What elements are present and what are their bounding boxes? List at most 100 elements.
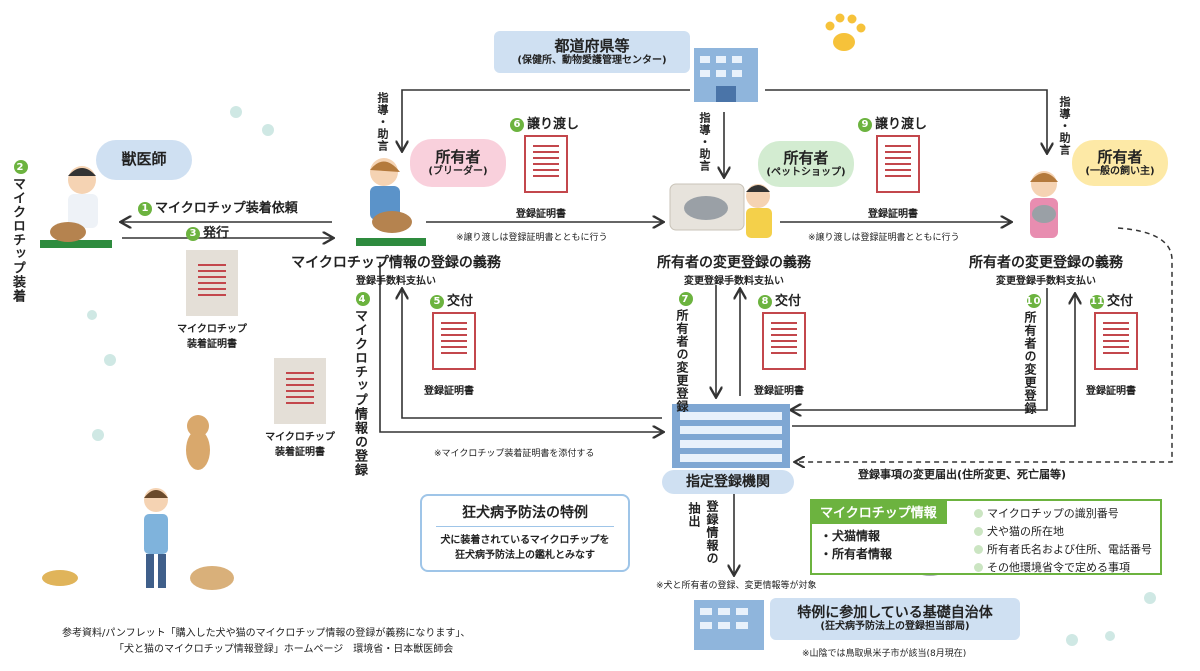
caption-line: 装着証明書 xyxy=(275,447,325,458)
building-icon xyxy=(694,48,758,102)
cat-illustration xyxy=(186,415,210,470)
duty-title: マイクロチップ情報の登録の義務 xyxy=(291,255,501,271)
step-1-text: マイクロチップ装着依頼 xyxy=(155,201,298,216)
owner-illustration xyxy=(1030,171,1058,238)
registration-certificate-icon xyxy=(876,135,920,193)
duty-registration: マイクロチップ情報の登録の義務 登録手数料支払い xyxy=(268,252,524,287)
step-6-text: 譲り渡し xyxy=(527,117,580,132)
duty-sub: 変更登録手数料支払い xyxy=(996,276,1096,287)
step-number: 9 xyxy=(858,117,872,132)
step-number: 7 xyxy=(678,292,693,306)
step-number: 2 xyxy=(13,160,28,174)
step-number: 10 xyxy=(1025,294,1042,308)
step-number: 4 xyxy=(355,292,370,306)
doc-caption: 登録証明書 xyxy=(424,386,474,397)
vet-title: 獣医師 xyxy=(121,150,167,169)
extract-label-b: 登録情報の xyxy=(705,500,719,565)
petshop-illustration xyxy=(669,183,772,238)
attach-note: ※マイクロチップ装着証明書を添付する xyxy=(434,449,595,459)
petshop-sub: (ペットショップ) xyxy=(766,166,846,178)
mc-certificate-icon xyxy=(274,358,326,424)
breeder-title: 所有者 xyxy=(435,147,481,166)
owner-label: 所有者 (一般の飼い主) xyxy=(1072,140,1168,186)
tottori-note: ※山陰では鳥取県米子市が該当(8月現在) xyxy=(802,649,967,659)
duty-title: 所有者の変更登録の義務 xyxy=(969,255,1123,271)
transfer-note-2: ※譲り渡しは登録証明書とともに行う xyxy=(808,233,960,243)
mcinfo-list: マイクロチップの識別番号 犬や猫の所在地 所有者氏名および住所、電話番号 その他… xyxy=(974,505,1152,577)
doc-caption: 登録証明書 xyxy=(516,209,566,220)
prefecture-title: 都道府県等 xyxy=(554,36,630,55)
change-notification-note: 登録事項の変更届出(住所変更、死亡届等) xyxy=(858,468,1067,481)
mcinfo-left: ・犬猫情報 ・所有者情報 xyxy=(820,527,892,563)
reference-text: 参考資料/パンフレット「購入した犬や猫のマイクロチップ情報の登録が義務になります… xyxy=(62,626,470,658)
rabies-title: 狂犬病予防法の特例 xyxy=(436,502,614,527)
step-10-label: 10 所有者の変更登録 xyxy=(1022,294,1041,415)
agency-label: 指定登録機関 xyxy=(662,470,794,494)
registration-certificate-icon xyxy=(432,312,476,370)
list-item: マイクロチップの識別番号 xyxy=(974,505,1152,521)
step-3-text: 発行 xyxy=(203,226,230,241)
guidance-label-left: 指導・助言 xyxy=(376,92,389,152)
step-4-text: マイクロチップ情報の登録 xyxy=(352,309,367,477)
duty-sub: 変更登録手数料支払い xyxy=(684,276,784,287)
step-10-text: 所有者の変更登録 xyxy=(1023,311,1037,415)
prefecture-label: 都道府県等 (保健所、動物愛護管理センター) xyxy=(494,31,690,73)
list-item: 犬や猫の所在地 xyxy=(974,523,1152,539)
step-7-label: 7所有者の変更登録 xyxy=(674,292,693,413)
step-number: 11 xyxy=(1090,294,1104,309)
caption-line: 装着証明書 xyxy=(187,339,237,350)
caption-line: マイクロチップ xyxy=(265,432,335,443)
breeder-sub: (ブリーダー) xyxy=(428,165,488,177)
owner-sub: (一般の飼い主) xyxy=(1085,165,1155,177)
guidance-label-center: 指導・助言 xyxy=(698,112,711,172)
duty-sub: 登録手数料支払い xyxy=(356,276,436,287)
petshop-title: 所有者 xyxy=(783,148,829,167)
agency-title: 指定登録機関 xyxy=(686,473,770,490)
step-number: 8 xyxy=(758,294,772,309)
mcinfo-left-item: ・犬猫情報 xyxy=(820,529,881,543)
reference-line-1: 参考資料/パンフレット「購入した犬や猫のマイクロチップ情報の登録が義務になります… xyxy=(62,628,471,639)
mc-certificate-icon xyxy=(186,250,238,316)
step-2-label: 2マイクロチップ装着 xyxy=(8,160,28,303)
step-4-label: 4 マイクロチップ情報の登録 xyxy=(350,292,370,477)
step-5-text: 交付 xyxy=(447,294,474,309)
step-number: 3 xyxy=(186,226,200,241)
municipality-title: 特例に参加している基礎自治体 xyxy=(797,605,993,622)
walker-illustration xyxy=(42,488,234,590)
paw-icon xyxy=(825,13,866,51)
list-item: その他環境省令で定める事項 xyxy=(974,559,1152,575)
rabies-line-1: 犬に装着されているマイクロチップを xyxy=(440,535,610,546)
municipality-building-icon xyxy=(694,600,764,650)
rabies-special-box: 狂犬病予防法の特例 犬に装着されているマイクロチップを 狂犬病予防法上の鑑札とみ… xyxy=(420,494,630,572)
list-item: 所有者氏名および住所、電話番号 xyxy=(974,541,1152,557)
mc-certificate-caption: マイクロチップ 装着証明書 xyxy=(256,428,344,458)
mcinfo-left-item: ・所有者情報 xyxy=(820,547,893,561)
doc-caption: 登録証明書 xyxy=(1086,386,1136,397)
step-number: 5 xyxy=(430,294,444,309)
mc-certificate-caption: マイクロチップ 装着証明書 xyxy=(168,320,256,350)
registration-certificate-icon xyxy=(762,312,806,370)
caption-line: マイクロチップ xyxy=(177,324,247,335)
step-number: 1 xyxy=(138,201,152,216)
agency-building-icon xyxy=(672,404,790,468)
duty-title: 所有者の変更登録の義務 xyxy=(657,255,811,271)
registration-certificate-icon xyxy=(1094,312,1138,370)
guidance-label-right: 指導・助言 xyxy=(1058,96,1071,156)
municipality-sub: (狂犬病予防法上の登録担当部局) xyxy=(820,621,970,633)
step-11-text: 交付 xyxy=(1107,294,1134,309)
vet-label: 獣医師 xyxy=(96,140,192,180)
mcinfo-title: マイクロチップ情報 xyxy=(810,499,947,524)
doc-caption: 登録証明書 xyxy=(868,209,918,220)
breeder-illustration xyxy=(356,158,426,246)
target-note: ※犬と所有者の登録、変更情報等が対象 xyxy=(656,581,817,591)
step-8-text: 交付 xyxy=(775,294,802,309)
step-number: 6 xyxy=(510,117,524,132)
breeder-label: 所有者 (ブリーダー) xyxy=(410,139,506,187)
step-9-text: 譲り渡し xyxy=(875,117,928,132)
